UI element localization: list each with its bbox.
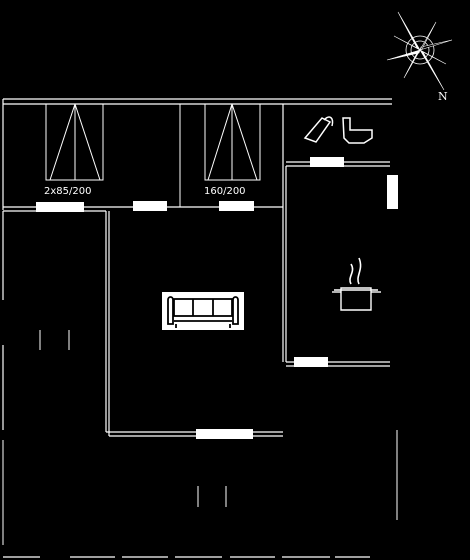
cooking-pot-icon	[332, 257, 381, 311]
left-room	[2, 211, 70, 430]
sofa-icon	[162, 292, 244, 330]
lower-area	[2, 430, 398, 558]
north-label: N	[438, 90, 448, 103]
wardrobe-left	[45, 103, 104, 181]
wardrobe-right	[204, 103, 261, 181]
bed-right-dimensions: 160/200	[204, 186, 246, 197]
door-openings	[36, 157, 398, 439]
bathroom-fixtures-icon	[303, 116, 373, 144]
compass-rose-icon: N	[386, 11, 453, 103]
bed-left-dimensions: 2x85/200	[44, 186, 91, 197]
